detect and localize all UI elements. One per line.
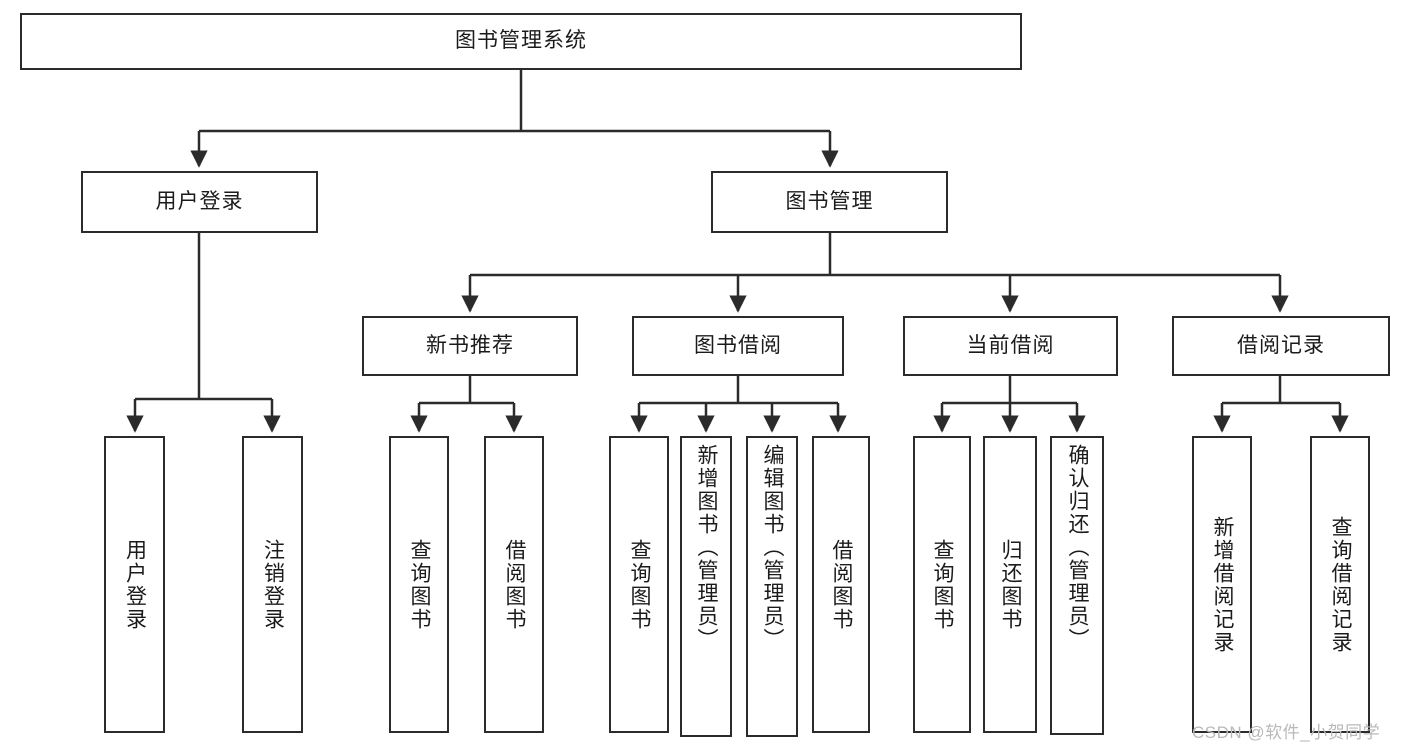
node-new-book-recommend[interactable]: 新书推荐 [362,316,578,376]
node-label: 图书管理系统 [455,29,587,53]
leaf-borrow-book-2[interactable]: 借阅图书 [812,436,870,733]
node-label: 新增借阅记录 [1211,515,1235,654]
node-label: 查询图书 [408,538,432,631]
node-book-management-system[interactable]: 图书管理系统 [20,13,1022,70]
node-book-management[interactable]: 图书管理 [711,171,948,233]
leaf-return-book[interactable]: 归还图书 [983,436,1037,733]
leaf-logout-login[interactable]: 注销登录 [242,436,303,733]
leaf-query-book-1[interactable]: 查询图书 [389,436,449,733]
node-label: 用户登录 [123,538,147,631]
node-label: 图书借阅 [694,333,782,357]
leaf-add-book-admin[interactable]: 新增图书（管理员） [680,436,732,737]
node-book-borrow[interactable]: 图书借阅 [632,316,844,376]
node-label: 新书推荐 [426,333,514,357]
node-label: 查询图书 [931,538,955,631]
leaf-borrow-book-1[interactable]: 借阅图书 [484,436,544,733]
node-borrow-record[interactable]: 借阅记录 [1172,316,1390,376]
node-label: 借阅图书 [503,538,527,631]
node-label: 新增图书（管理员） [695,444,719,651]
node-label: 查询图书 [628,538,652,631]
leaf-confirm-return-admin[interactable]: 确认归还（管理员） [1050,436,1104,735]
leaf-query-book-3[interactable]: 查询图书 [913,436,971,733]
csdn-watermark: CSDN @软件_小贺同学 [1192,723,1381,742]
leaf-user-login[interactable]: 用户登录 [104,436,165,733]
node-user-login[interactable]: 用户登录 [81,171,318,233]
node-current-borrow[interactable]: 当前借阅 [903,316,1118,376]
leaf-query-borrow-record[interactable]: 查询借阅记录 [1310,436,1370,733]
node-label: 查询借阅记录 [1329,515,1353,654]
node-label: 编辑图书（管理员） [761,444,785,651]
node-label: 图书管理 [785,189,874,213]
leaf-query-book-2[interactable]: 查询图书 [609,436,669,733]
node-label: 归还图书 [999,538,1023,631]
node-label: 当前借阅 [966,333,1055,357]
node-label: 用户登录 [155,189,244,213]
leaf-edit-book-admin[interactable]: 编辑图书（管理员） [746,436,798,737]
leaf-add-borrow-record[interactable]: 新增借阅记录 [1192,436,1252,733]
node-label: 借阅图书 [830,538,854,631]
node-label: 确认归还（管理员） [1066,444,1090,651]
node-label: 注销登录 [261,538,285,631]
node-label: 借阅记录 [1237,333,1325,357]
